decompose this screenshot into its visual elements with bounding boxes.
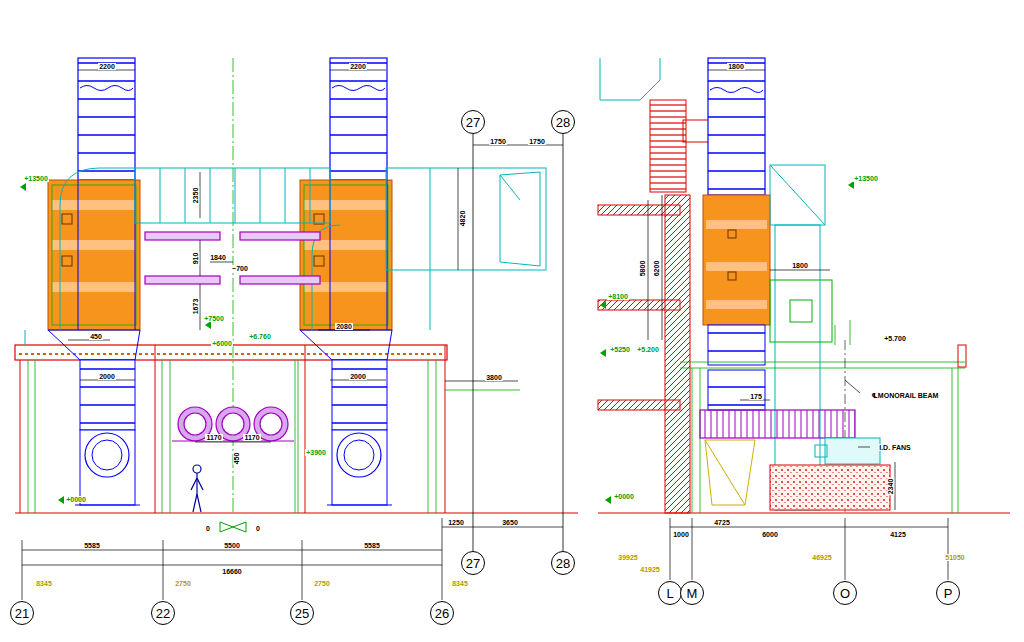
dimension-label: +5.200 [636,346,660,353]
dimension-label: 4725 [713,519,731,526]
dimension-label: 4125 [889,531,907,538]
grid-line [473,134,474,551]
grid-bubble: 21 [10,601,34,625]
grid-bubble: P [936,581,960,605]
grid-mark: 21 [15,607,29,620]
grid-bubble: 22 [151,601,175,625]
dimension-label: 0 [255,525,261,532]
dimension-label: 175 [749,393,763,400]
dimension-label: 1800 [791,262,809,269]
dimension-label: I.D. FANS [878,444,912,451]
grid-mark: 28 [556,116,570,129]
dimension-label: 5500 [223,542,241,549]
dimension-label: 3650 [501,519,519,526]
grid-bubble: 25 [290,601,314,625]
dimension-label: 2750 [313,580,331,587]
grid-bubble: L [658,581,682,605]
dimension-label: 6000 [761,531,779,538]
dimension-label: 41925 [639,566,660,573]
dimension-label: 16660 [221,568,242,575]
dimension-label: +13500 [853,175,879,182]
grid-mark: L [666,587,673,600]
grid-mark: M [687,587,698,600]
dimension-label: 1840 [209,254,227,261]
dimension-label: 6200 [653,259,660,277]
dimension-label: 51050 [944,554,965,561]
dimension-label: +6000 [211,340,233,347]
grid-mark: 27 [466,557,480,570]
dimension-label: 2350 [192,186,199,204]
grid-mark: 25 [295,607,309,620]
dimension-label: 2200 [98,63,116,70]
dimension-label: +3900 [305,449,327,456]
dimension-label: 2080 [335,323,353,330]
dimension-label: 3800 [485,374,503,381]
grid-bubble: 27 [461,110,485,134]
dimension-label: 1750 [489,138,507,145]
dimension-label: 8345 [35,580,53,587]
grid-mark: 28 [556,557,570,570]
dimension-label: 1250 [447,519,465,526]
dimension-label: 910 [193,251,200,265]
dimension-label: 1170 [205,434,222,441]
dimension-label: 1673 [192,297,199,315]
dimension-label: 1800 [727,63,745,70]
dimension-label: +8100 [607,293,629,300]
dimension-label: ~700 [231,265,249,272]
grid-bubble: 27 [461,551,485,575]
dimension-label: 2750 [174,580,192,587]
dimension-label: 450 [89,333,103,340]
dimension-label: 5585 [363,542,381,549]
dimension-label: 450 [234,451,241,465]
grid-bubble: 28 [551,110,575,134]
dimension-label: 5585 [83,542,101,549]
dimension-label: 1170 [243,434,260,441]
dimension-label: 2200 [349,63,367,70]
dimension-label: 4820 [459,209,466,227]
grid-mark: 27 [466,116,480,129]
dimension-label: 2000 [98,373,116,380]
dimension-label: 0 [205,525,211,532]
dimension-label: 1750 [528,138,546,145]
dimension-label: 2000 [349,373,367,380]
grid-mark: 22 [156,607,170,620]
dimension-label: 8345 [451,580,469,587]
grid-bubble: 26 [430,601,454,625]
dimension-label: +7500 [203,315,225,322]
dimension-label: 5800 [639,259,646,277]
grid-line [563,134,564,551]
dimension-label: 1000 [672,531,690,538]
dimension-label: +5.700 [883,335,907,342]
dimension-label: +0000 [613,493,635,500]
dimension-label: +13500 [23,175,49,182]
grid-bubble: 28 [551,551,575,575]
dimension-label: +6.760 [248,333,272,340]
grid-mark: O [840,587,850,600]
grid-bubble: O [833,581,857,605]
dimension-label: 46925 [811,554,832,561]
grid-bubble: M [680,581,704,605]
dimension-label: +0000 [65,496,87,503]
dimension-label: 2340 [887,477,894,495]
dimension-label: 39925 [617,554,638,561]
grid-mark: P [944,587,953,600]
grid-mark: 26 [435,607,449,620]
dimension-label: ℄MONORAIL BEAM [871,392,940,399]
dimension-label: +5250 [609,346,631,353]
